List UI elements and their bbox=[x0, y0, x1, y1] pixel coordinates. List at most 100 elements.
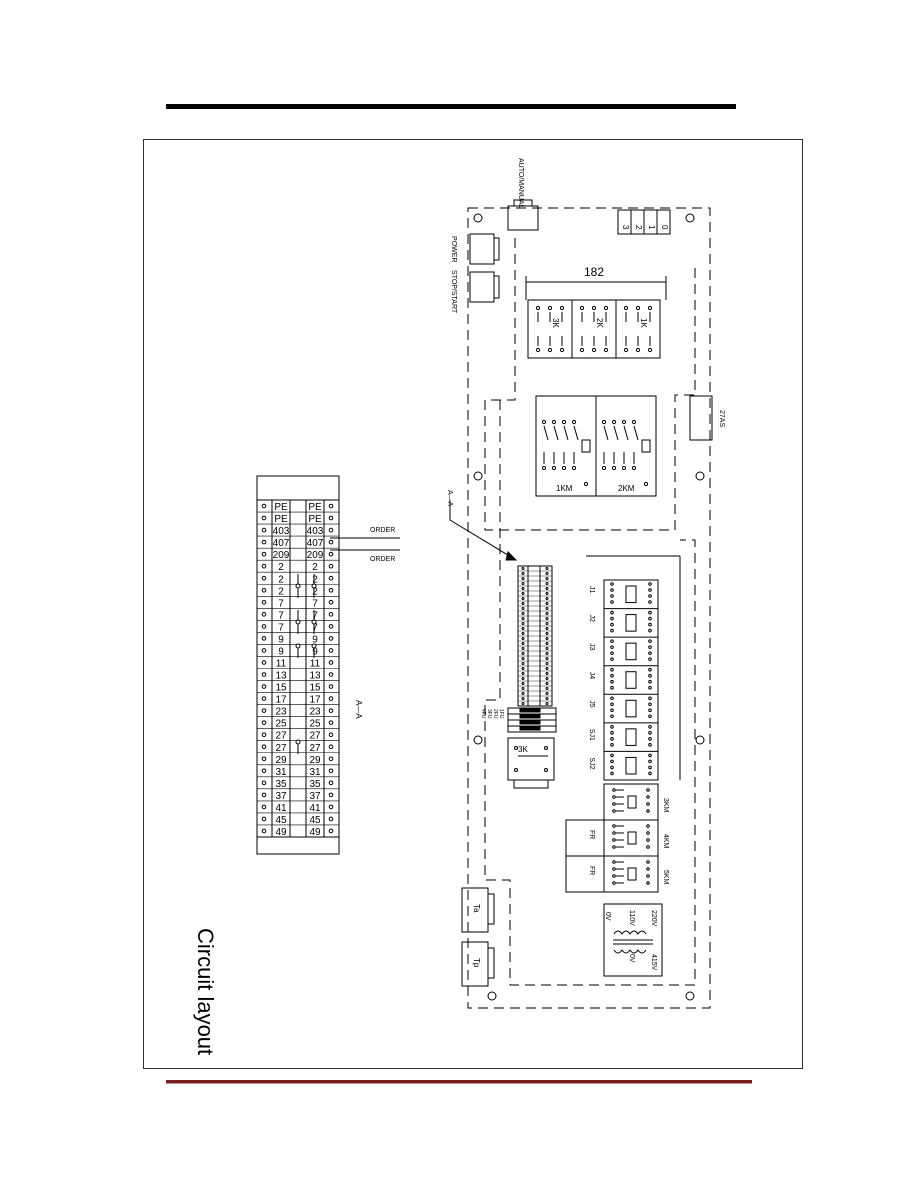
terminal-left: 7 bbox=[278, 610, 284, 621]
auto-manual-switch bbox=[507, 199, 539, 231]
ta-label: Ta bbox=[472, 904, 481, 913]
terminal-left: 25 bbox=[275, 719, 287, 730]
terminal-right: 11 bbox=[310, 659, 321, 670]
terminal-right: 2 bbox=[312, 586, 318, 597]
switch-pos-0: 0 bbox=[660, 225, 669, 230]
terminal-left: 27 bbox=[275, 731, 287, 742]
terminal-left: 2 bbox=[278, 586, 284, 597]
power-lamp bbox=[469, 233, 500, 265]
section-arrow bbox=[449, 500, 518, 561]
breaker bbox=[689, 395, 713, 441]
relay-1k: 1K bbox=[639, 318, 648, 328]
breaker-label: 27AS bbox=[718, 410, 725, 427]
terminal-left: 7 bbox=[278, 598, 284, 609]
order-label-2: ORDER bbox=[370, 556, 395, 563]
stop-start-button bbox=[469, 271, 500, 303]
terminal-right: 13 bbox=[309, 671, 321, 682]
section-marker: A—A bbox=[446, 490, 453, 507]
terminal-left: 37 bbox=[275, 791, 287, 802]
terminal-right: 27 bbox=[309, 731, 321, 742]
terminal-left: 407 bbox=[273, 538, 290, 549]
terminal-left: 9 bbox=[278, 634, 284, 645]
stop-start-label: STOP/START bbox=[450, 270, 457, 314]
lower-contactor-group bbox=[603, 783, 659, 893]
terminal-right: 9 bbox=[312, 646, 318, 657]
auto-manual-label: AUTO/MANUAL bbox=[517, 158, 524, 209]
terminal-right: 2 bbox=[312, 574, 318, 585]
terminal-left: 13 bbox=[275, 671, 287, 682]
j-relay-label: SJ1 bbox=[588, 729, 595, 741]
fuse-1fu: 1FU bbox=[498, 709, 504, 719]
terminal-left: 45 bbox=[275, 815, 287, 826]
terminal-left: 27 bbox=[275, 743, 287, 754]
terminal-right: 31 bbox=[309, 767, 321, 778]
terminal-left: 41 bbox=[275, 803, 287, 814]
terminal-right: 15 bbox=[309, 683, 321, 694]
tap-415v: 415V bbox=[650, 954, 657, 971]
panel-outline bbox=[467, 207, 711, 1009]
header-rule bbox=[166, 104, 736, 109]
terminal-right: 49 bbox=[309, 827, 321, 838]
switch-pos-3: 3 bbox=[621, 225, 630, 230]
contactor-group bbox=[535, 395, 657, 497]
relay-2k: 2K bbox=[595, 318, 604, 328]
terminal-right: 7 bbox=[312, 622, 318, 633]
terminal-right: 23 bbox=[309, 707, 321, 718]
fr-1: FR bbox=[588, 830, 595, 839]
terminal-left: 2 bbox=[278, 574, 284, 585]
contactor-5km: 5KM bbox=[662, 870, 669, 885]
power-label: POWER bbox=[450, 236, 457, 262]
terminal-row: 25 25 bbox=[257, 719, 339, 730]
terminal-left: 7 bbox=[278, 622, 284, 633]
contactor-4km: 4KM bbox=[662, 834, 669, 849]
relay-3k-lower bbox=[507, 737, 555, 789]
terminal-left: 35 bbox=[275, 779, 287, 790]
tp-label: Tp bbox=[472, 958, 481, 968]
tap-220v: 220V bbox=[650, 910, 657, 927]
terminal-left: 31 bbox=[275, 767, 287, 778]
terminal-left: 2 bbox=[278, 562, 284, 573]
terminal-right: 209 bbox=[307, 550, 324, 561]
terminal-right: 41 bbox=[309, 803, 321, 814]
switch-pos-1: 1 bbox=[647, 225, 656, 230]
terminal-left: 15 bbox=[275, 683, 287, 694]
panel-holes bbox=[473, 213, 705, 1001]
fuse-2fu: 2FU bbox=[492, 709, 498, 719]
terminal-left: 23 bbox=[275, 707, 287, 718]
switch-pos-2: 2 bbox=[634, 225, 643, 230]
terminal-right: PE bbox=[308, 502, 322, 513]
order-leads bbox=[330, 537, 400, 551]
tap-0v-a: 0V bbox=[604, 912, 611, 921]
contactor-1km: 1KM bbox=[556, 484, 573, 493]
j-relay-label: J5 bbox=[588, 700, 595, 708]
j-relay-label: SJ2 bbox=[588, 757, 595, 769]
terminal-right: 403 bbox=[307, 526, 324, 537]
j-relay-label: J1 bbox=[588, 586, 595, 594]
contactor-2km: 2KM bbox=[618, 484, 635, 493]
terminal-left: PE bbox=[274, 502, 288, 513]
relay-3k-lower-label: 3K bbox=[518, 745, 528, 754]
terminal-row: 37 37 bbox=[257, 791, 339, 802]
drawing-frame bbox=[143, 139, 803, 1069]
terminal-right: 27 bbox=[309, 743, 321, 754]
fuse-4fu: 4FU bbox=[480, 709, 486, 719]
transformer bbox=[603, 903, 663, 977]
terminal-right: 37 bbox=[309, 791, 321, 802]
terminal-right: PE bbox=[308, 514, 322, 525]
terminal-row: PE PE bbox=[257, 502, 339, 513]
footer-rule bbox=[166, 1080, 752, 1084]
terminal-right: 25 bbox=[309, 719, 321, 730]
terminal-left: 9 bbox=[278, 646, 284, 657]
terminal-right: 2 bbox=[312, 562, 318, 573]
j-relay-column bbox=[586, 555, 681, 781]
